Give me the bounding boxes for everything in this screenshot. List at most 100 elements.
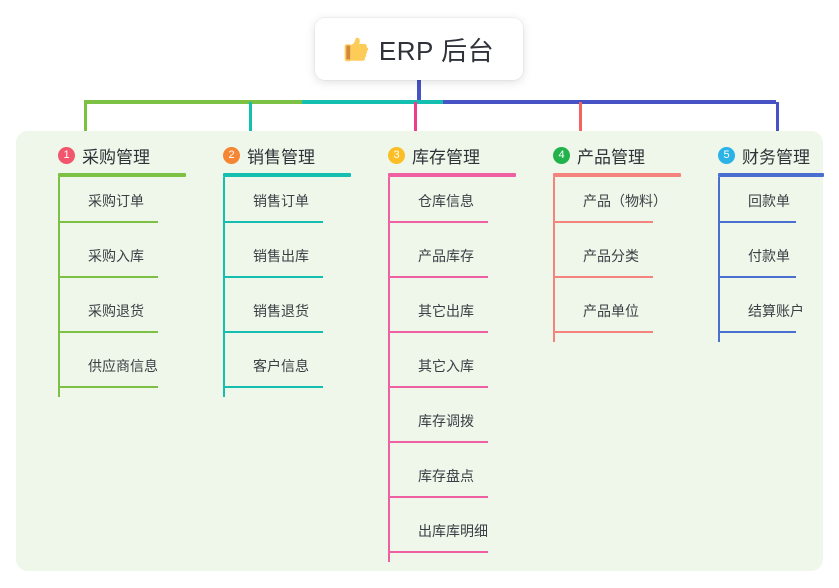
column-2: 2 销售管理销售订单销售出库销售退货客户信息 bbox=[201, 143, 351, 397]
root-stem-connector bbox=[417, 78, 421, 102]
item-label: 仓库信息 bbox=[418, 193, 474, 209]
item-underline bbox=[720, 276, 796, 278]
item-underline bbox=[225, 221, 323, 223]
item-label: 采购入库 bbox=[88, 248, 144, 264]
column-header-4[interactable]: 4 产品管理 bbox=[531, 143, 681, 167]
item-underline bbox=[390, 276, 488, 278]
column-spine-4 bbox=[553, 177, 555, 342]
list-item[interactable]: 采购入库 bbox=[58, 232, 186, 287]
list-item[interactable]: 销售退货 bbox=[223, 287, 351, 342]
item-label: 供应商信息 bbox=[88, 358, 158, 374]
column-underline-1 bbox=[58, 173, 186, 177]
list-item[interactable]: 付款单 bbox=[718, 232, 824, 287]
list-item[interactable]: 销售出库 bbox=[223, 232, 351, 287]
item-label: 产品单位 bbox=[583, 303, 639, 319]
list-item[interactable]: 结算账户 bbox=[718, 287, 824, 342]
column-badge-3: 3 bbox=[388, 146, 405, 164]
column-badge-2: 2 bbox=[223, 146, 240, 164]
column-items-3: 仓库信息产品库存其它出库其它入库库存调拨库存盘点出库库明细 bbox=[388, 177, 516, 562]
column-items-5: 回款单付款单结算账户 bbox=[718, 177, 824, 342]
column-title-4: 产品管理 bbox=[577, 147, 645, 167]
item-underline bbox=[390, 331, 488, 333]
connector-segment-green bbox=[84, 100, 302, 104]
item-underline bbox=[555, 276, 653, 278]
column-title-3: 库存管理 bbox=[412, 147, 480, 167]
item-underline bbox=[390, 386, 488, 388]
column-badge-5: 5 bbox=[718, 146, 735, 164]
item-underline bbox=[390, 551, 488, 553]
list-item[interactable]: 销售订单 bbox=[223, 177, 351, 232]
item-underline bbox=[390, 496, 488, 498]
column-items-2: 销售订单销售出库销售退货客户信息 bbox=[223, 177, 351, 397]
item-label: 销售出库 bbox=[253, 248, 309, 264]
connector-segment-teal bbox=[302, 100, 443, 104]
list-item[interactable]: 库存盘点 bbox=[388, 452, 516, 507]
item-underline bbox=[60, 331, 158, 333]
column-header-5[interactable]: 5 财务管理 bbox=[696, 143, 824, 167]
item-underline bbox=[60, 386, 158, 388]
item-label: 销售订单 bbox=[253, 193, 309, 209]
column-underline-3 bbox=[388, 173, 516, 177]
item-label: 采购订单 bbox=[88, 193, 144, 209]
list-item[interactable]: 库存调拨 bbox=[388, 397, 516, 452]
column-items-4: 产品（物料） 产品分类产品单位 bbox=[553, 177, 681, 342]
item-underline bbox=[390, 441, 488, 443]
list-item[interactable]: 出库库明细 bbox=[388, 507, 516, 562]
item-label: 其它出库 bbox=[418, 303, 474, 319]
column-title-5: 财务管理 bbox=[742, 147, 810, 167]
column-spine-1 bbox=[58, 177, 60, 397]
item-label: 付款单 bbox=[748, 248, 790, 264]
list-item[interactable]: 其它出库 bbox=[388, 287, 516, 342]
list-item[interactable]: 产品单位 bbox=[553, 287, 681, 342]
item-underline bbox=[225, 386, 323, 388]
item-underline bbox=[555, 221, 653, 223]
column-spine-3 bbox=[388, 177, 390, 562]
item-label: 产品（物料） bbox=[583, 193, 667, 209]
column-header-3[interactable]: 3 库存管理 bbox=[366, 143, 516, 167]
column-underline-2 bbox=[223, 173, 351, 177]
list-item[interactable]: 仓库信息 bbox=[388, 177, 516, 232]
item-underline bbox=[225, 331, 323, 333]
list-item[interactable]: 产品库存 bbox=[388, 232, 516, 287]
list-item[interactable]: 采购退货 bbox=[58, 287, 186, 342]
item-label: 产品分类 bbox=[583, 248, 639, 264]
item-label: 客户信息 bbox=[253, 358, 309, 374]
list-item[interactable]: 回款单 bbox=[718, 177, 824, 232]
column-5: 5 财务管理回款单付款单结算账户 bbox=[696, 143, 824, 342]
item-label: 其它入库 bbox=[418, 358, 474, 374]
column-underline-5 bbox=[718, 173, 824, 177]
column-items-1: 采购订单采购入库采购退货供应商信息 bbox=[58, 177, 186, 397]
connector-segment-indigo bbox=[443, 100, 776, 104]
list-item[interactable]: 供应商信息 bbox=[58, 342, 186, 397]
root-title: ERP 后台 bbox=[378, 35, 495, 66]
list-item[interactable]: 采购订单 bbox=[58, 177, 186, 232]
item-label: 库存盘点 bbox=[418, 468, 474, 484]
item-underline bbox=[555, 331, 653, 333]
list-item[interactable]: 客户信息 bbox=[223, 342, 351, 397]
list-item[interactable]: 产品分类 bbox=[553, 232, 681, 287]
column-badge-4: 4 bbox=[553, 146, 570, 164]
column-badge-1: 1 bbox=[58, 146, 75, 164]
item-label: 销售退货 bbox=[253, 303, 309, 319]
item-label: 采购退货 bbox=[88, 303, 144, 319]
column-4: 4 产品管理产品（物料） 产品分类产品单位 bbox=[531, 143, 681, 342]
thumbs-up-icon bbox=[344, 37, 369, 62]
item-underline bbox=[60, 276, 158, 278]
item-label: 回款单 bbox=[748, 193, 790, 209]
item-label: 产品库存 bbox=[418, 248, 474, 264]
column-header-2[interactable]: 2 销售管理 bbox=[201, 143, 351, 167]
item-underline bbox=[225, 276, 323, 278]
column-spine-2 bbox=[223, 177, 225, 397]
item-underline bbox=[720, 221, 796, 223]
list-item[interactable]: 其它入库 bbox=[388, 342, 516, 397]
item-underline bbox=[720, 331, 796, 333]
column-spine-5 bbox=[718, 177, 720, 342]
column-title-2: 销售管理 bbox=[247, 147, 315, 167]
list-item[interactable]: 产品（物料） bbox=[553, 177, 681, 232]
root-node[interactable]: ERP 后台 bbox=[315, 18, 523, 80]
item-label: 库存调拨 bbox=[418, 413, 474, 429]
item-underline bbox=[60, 221, 158, 223]
